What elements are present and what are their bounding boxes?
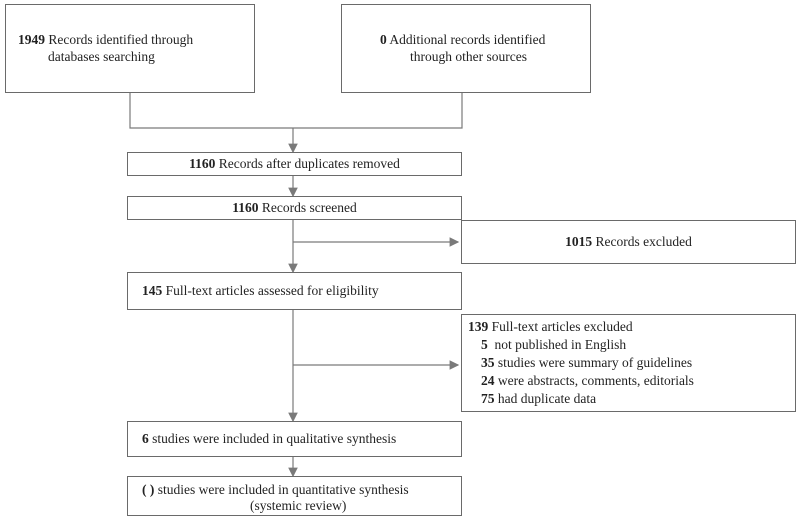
exclusion-reason-item: 24 were abstracts, comments, editorials bbox=[468, 372, 795, 390]
box-records-excluded: 1015 Records excluded bbox=[461, 220, 796, 264]
quantitative-label-2: (systemic review) bbox=[250, 498, 347, 513]
excluded-count: 1015 bbox=[565, 234, 593, 249]
exclusion-reason-item: 75 had duplicate data bbox=[468, 390, 795, 408]
reason-count: 5 bbox=[481, 337, 488, 352]
box-records-screened: 1160 Records screened bbox=[127, 196, 462, 220]
after-duplicates-count: 1160 bbox=[189, 156, 216, 171]
box-quantitative-synthesis: ( ) studies were included in quantitativ… bbox=[127, 476, 462, 516]
quantitative-label: studies were included in quantitative sy… bbox=[157, 482, 409, 497]
fulltext-excluded-label: Full-text articles excluded bbox=[491, 319, 633, 334]
reason-label: were abstracts, comments, editorials bbox=[497, 373, 694, 388]
reason-count: 75 bbox=[481, 391, 495, 406]
other-sources-label: Additional records identified bbox=[389, 32, 546, 47]
excluded-label: Records excluded bbox=[595, 234, 692, 249]
database-records-label-2: databases searching bbox=[48, 49, 155, 64]
reason-count: 24 bbox=[481, 373, 495, 388]
fulltext-assessed-label: Full-text articles assessed for eligibil… bbox=[165, 283, 379, 298]
reason-count: 35 bbox=[481, 355, 495, 370]
qualitative-count: 6 bbox=[142, 431, 149, 446]
reason-label: studies were summary of guidelines bbox=[497, 355, 693, 370]
reason-label: not published in English bbox=[494, 337, 627, 352]
after-duplicates-label: Records after duplicates removed bbox=[218, 156, 400, 171]
box-other-sources: 0 Additional records identified through … bbox=[341, 4, 591, 93]
other-sources-label-2: through other sources bbox=[410, 49, 527, 64]
fulltext-excluded-count: 139 bbox=[468, 319, 489, 334]
exclusion-reason-item: 35 studies were summary of guidelines bbox=[468, 354, 795, 372]
exclusion-reason-item: 5 not published in English bbox=[468, 336, 795, 354]
screened-label: Records screened bbox=[261, 200, 357, 215]
box-fulltext-assessed: 145 Full-text articles assessed for elig… bbox=[127, 272, 462, 310]
box-database-records: 1949 Records identified through database… bbox=[5, 4, 255, 93]
qualitative-label: studies were included in qualitative syn… bbox=[152, 431, 397, 446]
box-fulltext-excluded: 139 Full-text articles excluded 5 not pu… bbox=[461, 314, 796, 412]
connector-merge bbox=[129, 92, 463, 129]
box-qualitative-synthesis: 6 studies were included in qualitative s… bbox=[127, 421, 462, 457]
quantitative-count: ( ) bbox=[142, 482, 155, 497]
reason-label: had duplicate data bbox=[497, 391, 597, 406]
fulltext-assessed-count: 145 bbox=[142, 283, 163, 298]
box-after-duplicates: 1160 Records after duplicates removed bbox=[127, 152, 462, 176]
other-sources-count: 0 bbox=[380, 32, 387, 47]
screened-count: 1160 bbox=[232, 200, 259, 215]
database-records-count: 1949 bbox=[18, 32, 45, 47]
database-records-label: Records identified through bbox=[48, 32, 194, 47]
